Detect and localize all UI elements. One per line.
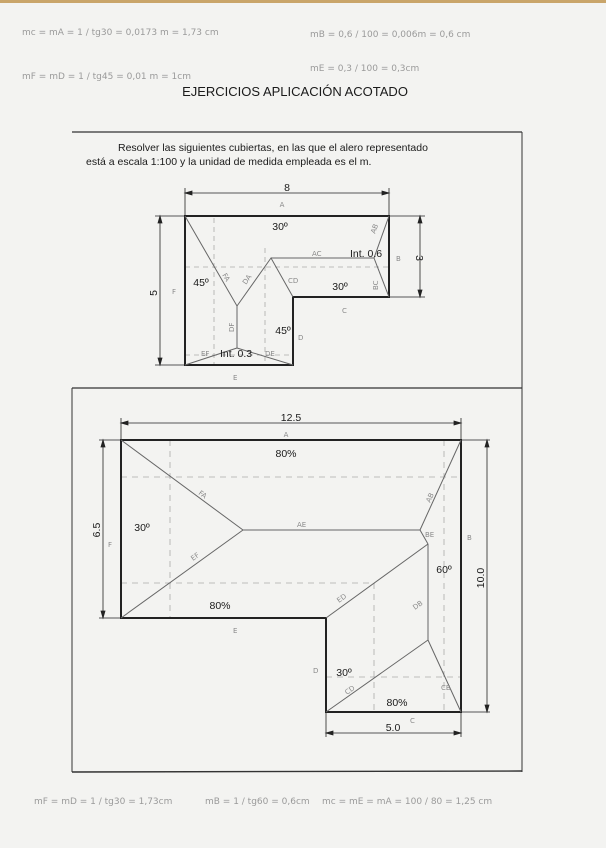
exercise-2-roof-plan: 12.5 6.5 10.0 5.0 80% 30º 80% 60º 30º 80… (91, 412, 490, 737)
edge-label: C (342, 307, 347, 315)
ridge-label: AB (369, 223, 380, 235)
handwritten-note: mF = mD = 1 / tg30 = 1,73cm (34, 797, 173, 807)
edge-label: D (313, 667, 318, 675)
dimension-right: 10.0 (475, 568, 487, 589)
edge-label: B (396, 255, 401, 263)
intro-line-1: Resolver las siguientes cubiertas, en la… (118, 142, 428, 154)
dimension-right: 3 (413, 255, 425, 261)
slope-left: 30º (134, 522, 150, 534)
dimension-left: 6.5 (91, 523, 103, 538)
edge-label: C (410, 717, 415, 725)
ridge-label: DA (241, 273, 253, 286)
slope-top: 80% (275, 448, 296, 460)
ridge-label: DB (411, 599, 424, 612)
edge-label: A (284, 431, 289, 439)
handwritten-note: mE = 0,3 / 100 = 0,3cm (310, 64, 420, 74)
ridge-label: CD (288, 277, 298, 285)
slope-right: 60º (436, 564, 452, 576)
edge-label: D (298, 334, 303, 342)
handwritten-note: mB = 1 / tg60 = 0,6cm (205, 797, 310, 807)
intro-line-2: está a escala 1:100 y la unidad de medid… (86, 156, 372, 168)
ridge-label: FA (220, 272, 231, 283)
slope-bottom: 45º (275, 325, 291, 337)
ridge-label: DE (265, 350, 275, 358)
page-frame (71, 131, 523, 773)
edge-label: A (280, 201, 285, 209)
ridge-label: BC (372, 280, 380, 290)
handwritten-note: mc = mA = 1 / tg30 = 0,0173 m = 1,73 cm (22, 28, 219, 38)
slope-top: 30º (272, 221, 288, 233)
dimension-width: 8 (284, 182, 290, 194)
page-title: EJERCICIOS APLICACIÓN ACOTADO (182, 84, 408, 99)
ridge-label: DF (228, 323, 236, 332)
ridge-label: BE (425, 531, 434, 539)
edge-label: F (172, 288, 176, 296)
dimension-height: 5 (148, 290, 160, 296)
edge-label: F (108, 541, 112, 549)
dimension-width: 12.5 (281, 412, 302, 424)
exercise-1-roof-plan: 8 5 3 30º 45º 30º 45º Int. 0.6 Int. 0.3 … (148, 182, 425, 382)
ridge-label: CD (343, 684, 356, 697)
ridge-label: EF (189, 551, 201, 562)
slope-right: 30º (332, 281, 348, 293)
paper-edge (0, 0, 606, 3)
slope-inner: 30º (336, 667, 352, 679)
handwritten-note: mc = mE = mA = 100 / 80 = 1,25 cm (322, 797, 493, 807)
handwritten-note: mB = 0,6 / 100 = 0,006m = 0,6 cm (310, 30, 471, 40)
edge-label: E (233, 374, 237, 382)
slope-mid: 80% (209, 600, 230, 612)
handwritten-note: mF = mD = 1 / tg45 = 0,01 m = 1cm (22, 72, 191, 82)
edge-label: B (467, 534, 472, 542)
slope-bottom: 80% (386, 697, 407, 709)
ridge-label: AC (312, 250, 322, 258)
ridge-label: FA (197, 489, 208, 500)
dimension-bottom: 5.0 (386, 722, 401, 734)
intersection-label: Int. 0.6 (350, 248, 382, 260)
slope-left: 45º (193, 277, 209, 289)
ridge-label: CB (441, 684, 451, 692)
ridge-label: EF (201, 350, 209, 358)
ridge-label: AE (297, 521, 306, 529)
ridge-label: AB (425, 492, 436, 504)
intersection-label: Int. 0.3 (220, 348, 252, 360)
edge-label: E (233, 627, 237, 635)
